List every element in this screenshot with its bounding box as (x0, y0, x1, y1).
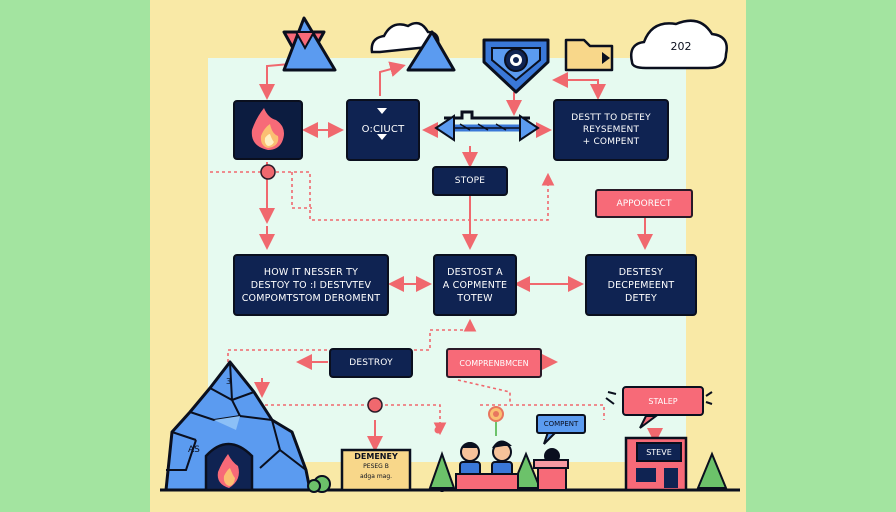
center-line-2: A COPMENTE (442, 279, 508, 291)
dashed-right-line (480, 404, 605, 420)
right-top-line-1: DESTT TO DETEY (571, 113, 651, 123)
demeney-sign: DEMENEY PESEG B adga mag. (344, 452, 408, 482)
compent-label: COMPENT (543, 420, 579, 428)
left-mid-line-2: DESTOY TO :I DESTVTEV (250, 279, 372, 291)
left-mid-line-1: HOW IT NESSER TY (263, 266, 359, 278)
shope-label: STOPE (454, 176, 486, 186)
arrow-triangle-to-flame (259, 63, 291, 100)
demeney-line-3: adga mag. (359, 473, 393, 480)
destroy-node[interactable]: DESTROY (329, 348, 413, 378)
right-top-line-3: + COMPENT (582, 137, 640, 147)
apporect-node[interactable]: APPOORECT (595, 189, 693, 218)
right-mid-node[interactable]: DESTESY DECPEMEENT DETEY (585, 254, 697, 316)
dashed-left-loop (210, 171, 555, 221)
right-top-line-2: REYSEMENT (582, 125, 640, 135)
caret-icons (377, 108, 387, 140)
right-mid-line-3: DETEY (625, 292, 657, 304)
object-node-label: O:CIUCT (361, 124, 405, 135)
right-top-node[interactable]: DESTT TO DETEY REYSEMENT + COMPENT (553, 99, 669, 161)
left-mid-line-3: COMPOMTSTOM DEROMENT (241, 292, 381, 304)
shope-node[interactable]: STOPE (432, 166, 508, 196)
right-mid-line-1: DESTESY (618, 266, 664, 278)
demeney-line-1: DEMENEY (354, 452, 398, 461)
apporect-label: APPOORECT (616, 198, 672, 209)
left-mid-node[interactable]: HOW IT NESSER TY DESTOY TO :I DESTVTEV C… (233, 254, 389, 316)
arrow-object-to-triangle (379, 61, 406, 96)
stalep-label: STALEP (648, 396, 678, 406)
destroy-label: DESTROY (349, 358, 393, 368)
dashed-bottom-line (235, 404, 447, 436)
center-line-1: DESTOST A (447, 266, 503, 278)
dashed-up-loop (227, 318, 477, 368)
compent-bubble: COMPENT (536, 414, 586, 434)
compremen-node[interactable]: COMPRENBMCEN (446, 348, 542, 378)
center-node[interactable]: DESTOST A A COPMENTE TOTEW (433, 254, 517, 316)
compremen-label: COMPRENBMCEN (459, 358, 529, 368)
steve-label: STEVE (646, 447, 672, 457)
cloud-text: 202 (670, 40, 692, 53)
demeney-line-2: PESEG B (363, 463, 389, 470)
right-mid-line-2: DECPEMEENT (607, 279, 675, 291)
center-line-3: TOTEW (457, 292, 493, 304)
arrow-folder-link (552, 72, 606, 100)
dashed-left-branch (291, 172, 312, 209)
steve-sign: STEVE (636, 442, 682, 462)
cloud-label: 202 (646, 40, 716, 53)
flame-icon (251, 108, 284, 150)
dashed-compremen-loop (457, 379, 511, 404)
stalep-bubble: STALEP (622, 386, 704, 416)
